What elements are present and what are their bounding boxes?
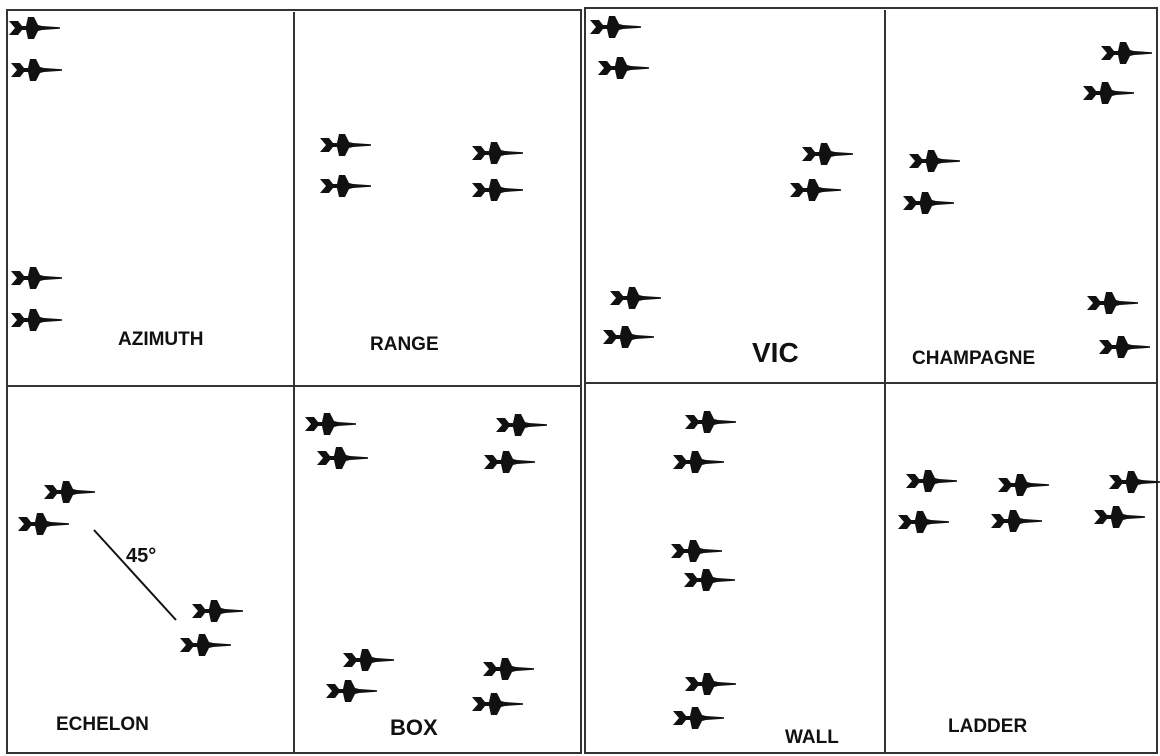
jet-aircraft-icon [320, 175, 371, 197]
jet-aircraft-icon [305, 413, 356, 435]
jet-aircraft-icon [496, 414, 547, 436]
jet-aircraft-icon [484, 451, 535, 473]
jet-aircraft-icon [909, 150, 960, 172]
jet-aircraft-icon [320, 134, 371, 156]
jet-aircraft-icon [343, 649, 394, 671]
left-frame [6, 9, 582, 754]
champagne-formation-aircraft [903, 42, 1152, 358]
formation-label-ladder: LADDER [948, 716, 1027, 737]
vic-formation-aircraft [590, 16, 853, 348]
jet-aircraft-icon [802, 143, 853, 165]
echelon-angle-line [93, 529, 177, 621]
jet-aircraft-icon [991, 510, 1042, 532]
jet-aircraft-icon [18, 513, 69, 535]
jet-aircraft-icon [610, 287, 661, 309]
right-frame [584, 7, 1158, 754]
jet-aircraft-icon [192, 600, 243, 622]
jet-aircraft-icon [1087, 292, 1138, 314]
jet-aircraft-icon [1094, 506, 1145, 528]
formation-label-wall: WALL [785, 727, 839, 748]
jet-aircraft-icon [673, 451, 724, 473]
jet-aircraft-icon [906, 470, 957, 492]
jet-aircraft-icon [684, 569, 735, 591]
jet-aircraft-icon [11, 309, 62, 331]
echelon-formation-aircraft [18, 481, 243, 656]
jet-aircraft-icon [44, 481, 95, 503]
jet-aircraft-icon [1109, 471, 1160, 493]
jet-aircraft-icon [483, 658, 534, 680]
jet-aircraft-icon [603, 326, 654, 348]
jet-aircraft-icon [1083, 82, 1134, 104]
formation-label-box: BOX [390, 715, 438, 740]
jet-aircraft-icon [598, 57, 649, 79]
jet-aircraft-icon [9, 17, 60, 39]
jet-aircraft-icon [1101, 42, 1152, 64]
jet-aircraft-icon [180, 634, 231, 656]
formation-label-range: RANGE [370, 334, 439, 355]
jet-aircraft-icon [903, 192, 954, 214]
jet-aircraft-icon [11, 267, 62, 289]
range-formation-aircraft [320, 134, 523, 201]
jet-aircraft-icon [472, 142, 523, 164]
wall-formation-aircraft [671, 411, 736, 729]
jet-aircraft-icon [998, 474, 1049, 496]
jet-aircraft-icon [671, 540, 722, 562]
jet-aircraft-icon [472, 179, 523, 201]
jet-aircraft-icon [590, 16, 641, 38]
formation-label-azimuth: AZIMUTH [118, 329, 203, 350]
jet-aircraft-icon [472, 693, 523, 715]
jet-aircraft-icon [685, 673, 736, 695]
box-formation-aircraft [305, 413, 547, 715]
formation-label-echelon: ECHELON [56, 714, 149, 735]
jet-aircraft-icon [11, 59, 62, 81]
jet-aircraft-icon [673, 707, 724, 729]
azimuth-formation-aircraft [9, 17, 62, 331]
jet-aircraft-icon [326, 680, 377, 702]
formation-label-vic: VIC [752, 337, 799, 368]
ladder-formation-aircraft [898, 470, 1160, 533]
echelon-angle-label: 45° [126, 545, 156, 567]
jet-aircraft-icon [790, 179, 841, 201]
jet-aircraft-icon [685, 411, 736, 433]
formation-label-champagne: CHAMPAGNE [912, 348, 1035, 369]
jet-aircraft-icon [898, 511, 949, 533]
jet-aircraft-icon [1099, 336, 1150, 358]
jet-aircraft-icon [317, 447, 368, 469]
